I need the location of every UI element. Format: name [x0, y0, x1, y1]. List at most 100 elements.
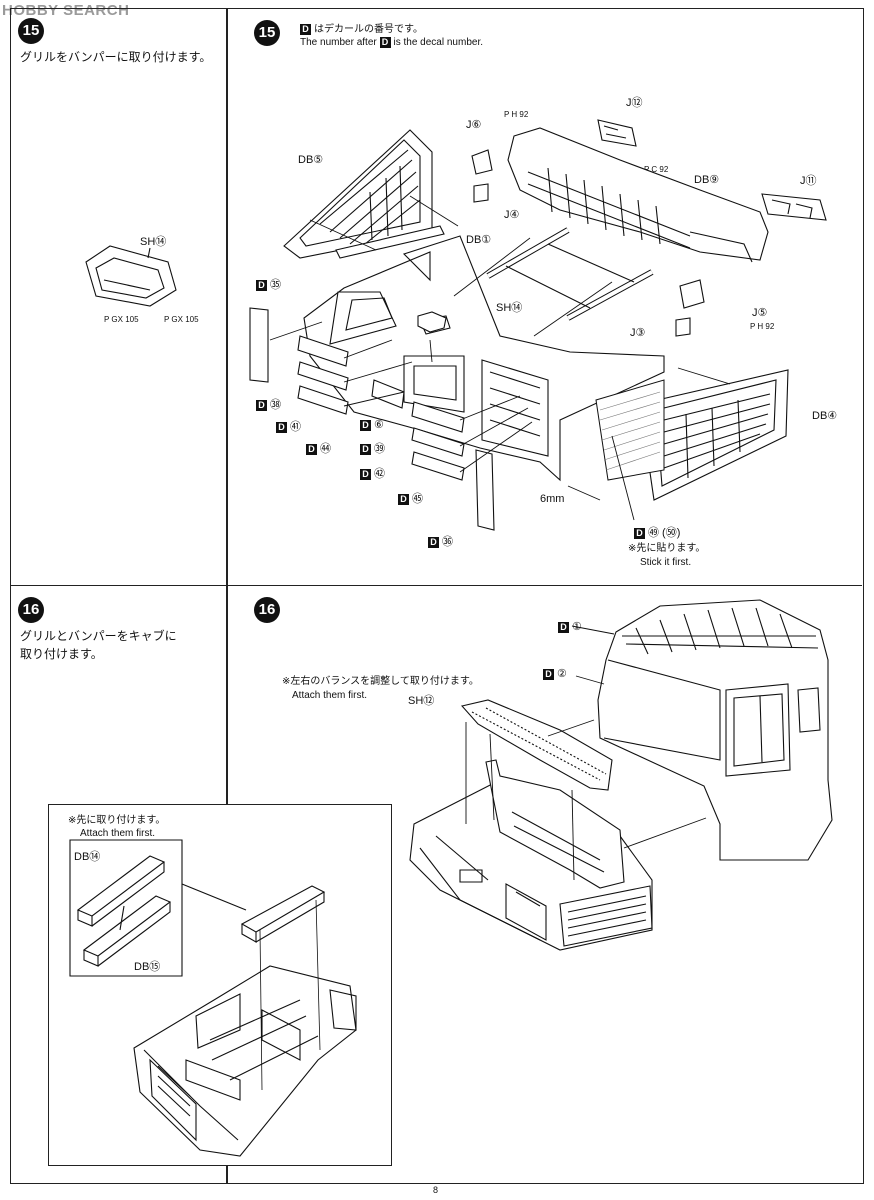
decal-mark-icon: D [428, 536, 439, 548]
j3-part [675, 317, 691, 337]
bumper-assembly-16 [409, 759, 653, 951]
balance-note-en: Attach them first. [292, 690, 368, 701]
stick-first-en: Stick it first. [640, 557, 692, 568]
decal-49-area [595, 379, 665, 481]
label-db15: DB⑮ [134, 961, 161, 973]
sh14-part-right [417, 311, 447, 333]
inset-note-jp: ※先に取り付けます。 [68, 815, 166, 826]
stick-first-jp: ※先に貼ります。 [628, 543, 706, 554]
cab-body [597, 599, 833, 861]
rod-parts [486, 227, 654, 321]
step-15-instruction-left: グリルをバンパーに取り付けます。 [20, 50, 212, 64]
label-db9: DB⑨ [694, 174, 720, 186]
hobby-search-watermark: HOBBY SEARCH [2, 2, 130, 19]
inset-parts [69, 839, 326, 977]
decal-2-num: ② [557, 668, 567, 680]
j6-part [471, 149, 493, 175]
decal-mark-icon: D [360, 443, 371, 455]
db1-plate [335, 225, 445, 259]
page-number: 8 [433, 1185, 439, 1195]
label-j6: J⑥ [466, 119, 482, 131]
decal-mark-icon: D [360, 468, 371, 480]
j12-part [597, 119, 637, 147]
decal-38-num: ㊳ [270, 399, 281, 411]
decal-mark-icon: D [276, 421, 287, 433]
label-j4: J④ [504, 209, 520, 221]
step-16-instruction-line2: 取り付けます。 [20, 647, 103, 661]
sh14-part-left [85, 245, 177, 307]
label-sh14-right: SH⑭ [496, 302, 523, 314]
assembly-arrows-16 [465, 625, 707, 881]
label-db1: DB① [466, 234, 492, 246]
decal-mark-icon: D [634, 527, 645, 539]
decal-41-num: ㊶ [290, 421, 301, 433]
decal-mark-icon: D [558, 621, 569, 633]
divider-right [226, 585, 862, 586]
inset-note-en: Attach them first. [80, 828, 156, 839]
label-sh14-left: SH⑭ [140, 236, 167, 248]
label-sh12: SH⑫ [408, 695, 435, 707]
decal-6-num: ⑥ [374, 419, 384, 431]
balance-note-jp: ※左右のバランスを調整して取り付けます。 [282, 676, 479, 687]
left-column-frame [10, 8, 228, 1184]
decal-42-num: ㊷ [374, 468, 385, 480]
label-j11: J⑪ [800, 175, 817, 187]
decal-note-jp-text: はデカールの番号です。 [314, 24, 423, 35]
inset-bumper-frame [133, 899, 357, 1157]
step-16-number-left: 16 [18, 597, 44, 623]
label-j3: J③ [630, 327, 646, 339]
step-16-number-right: 16 [254, 597, 280, 623]
decal-mark-icon: D [360, 419, 371, 431]
label-ph92-top: P H 92 [504, 110, 529, 119]
decal-mark-icon: D [543, 668, 554, 680]
label-pgx105-b: P GX 105 [164, 315, 199, 324]
decal-mark-icon: D [256, 279, 267, 291]
label-db14: DB⑭ [74, 851, 101, 863]
decal-mark-icon: D [256, 399, 267, 411]
decal-mark-icon: D [300, 23, 311, 35]
decal-mark-icon-2: D [379, 37, 391, 48]
front-grille-db9 [507, 127, 769, 263]
decal-mark-icon: D [398, 493, 409, 505]
label-6mm: 6mm [540, 493, 565, 505]
label-db5: DB⑤ [298, 154, 324, 166]
label-db4: DB④ [812, 410, 838, 422]
decal-mark-icon: D [306, 443, 317, 455]
decal-39-num: ㊴ [374, 443, 385, 455]
label-pc92: P C 92 [644, 165, 669, 174]
decal-note-en-pre: The number after [300, 37, 377, 49]
divider-left [10, 585, 226, 586]
db5-grille [283, 129, 433, 259]
decal-45-num: ㊺ [412, 493, 423, 505]
label-pgx105-a: P GX 105 [104, 315, 139, 324]
decal-note-en-post: is the decal number. [393, 37, 484, 49]
decal-44-num: ㊹ [320, 443, 331, 455]
step-15-number-right: 15 [254, 20, 280, 46]
j11-part [761, 193, 827, 221]
label-j12: J⑫ [626, 97, 643, 109]
decal-strips [249, 307, 495, 531]
j5-part [679, 279, 705, 309]
step-16-instruction-line1: グリルとバンパーをキャブに [20, 629, 177, 643]
decal-49-num: ㊾ (㊿) [648, 527, 681, 539]
step-15-number-left: 15 [18, 18, 44, 44]
decal-36-num: ㊱ [442, 536, 453, 548]
assembly-arrows-15 [269, 195, 731, 521]
decal-35-num: ㉟ [270, 279, 281, 291]
sh12-mesh [460, 699, 613, 791]
j4-part [473, 183, 489, 203]
